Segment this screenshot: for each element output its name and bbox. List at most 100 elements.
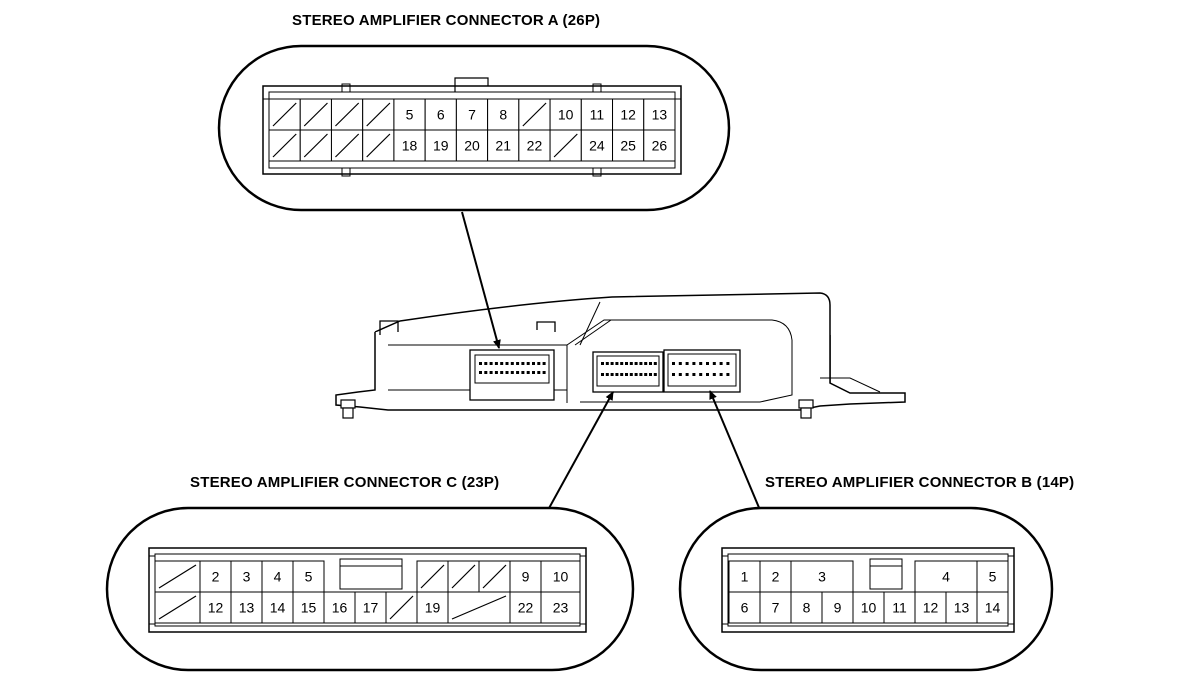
socket-pin xyxy=(712,373,716,376)
empty-cavity-slash xyxy=(366,102,391,127)
connector-c-pin: 5 xyxy=(292,560,325,593)
socket-pin xyxy=(516,371,520,374)
socket-pin xyxy=(601,362,604,365)
empty-cavity-slash xyxy=(420,564,445,589)
connector-a-pin: 25 xyxy=(612,129,645,162)
connector-a-label: STEREO AMPLIFIER CONNECTOR A (26P) xyxy=(292,12,601,29)
pin-number: 20 xyxy=(464,138,480,154)
stereo-amplifier-unit xyxy=(335,292,906,419)
empty-cavity-slash xyxy=(335,133,360,158)
connector-a-pin xyxy=(268,129,301,162)
socket-pin xyxy=(500,362,504,365)
connector-c-pin xyxy=(385,591,418,624)
connector-a-pin xyxy=(330,129,364,162)
socket-pin xyxy=(639,362,643,365)
socket-pin xyxy=(505,371,509,374)
pin-number: 1 xyxy=(741,569,749,585)
connector-a-pin: 19 xyxy=(424,129,457,162)
connector-a-pin xyxy=(299,129,332,162)
connector-c-pin: 22 xyxy=(509,591,542,624)
connector-b-pin: 10 xyxy=(852,591,885,624)
socket-pin xyxy=(625,362,628,365)
connector-b-pin: 14 xyxy=(976,591,1009,624)
connector-c-pin: 13 xyxy=(230,591,263,624)
socket-pin xyxy=(537,371,541,374)
socket-pin xyxy=(692,373,696,376)
empty-cavity-slash xyxy=(303,102,328,127)
connector-c-pointer-arrow xyxy=(547,391,614,511)
pin-number: 23 xyxy=(553,600,569,616)
socket-pin xyxy=(526,362,530,365)
connector-a-pin xyxy=(330,98,364,131)
connector-b-pin: 1 xyxy=(728,560,761,593)
socket-pin xyxy=(719,373,723,376)
empty-cavity-slash xyxy=(482,564,507,589)
pin-number: 19 xyxy=(433,138,449,154)
empty-cavity-slash xyxy=(451,564,476,589)
connector-a-pin: 22 xyxy=(518,129,551,162)
pin-number: 26 xyxy=(652,138,668,154)
socket-pin xyxy=(620,362,624,365)
pin-number: 4 xyxy=(274,569,282,585)
connector-a-pointer-arrow xyxy=(461,211,501,349)
pin-number: 10 xyxy=(553,569,569,585)
empty-cavity-slash xyxy=(553,133,578,158)
pin-number: 6 xyxy=(741,600,749,616)
connector-c-pin: 15 xyxy=(292,591,325,624)
socket-pin xyxy=(542,362,546,365)
socket-pin xyxy=(719,362,723,365)
socket-pin xyxy=(605,362,609,365)
socket-pin xyxy=(610,373,614,376)
pin-number: 22 xyxy=(518,600,534,616)
socket-pin xyxy=(526,371,530,374)
connector-c-key xyxy=(339,558,403,590)
socket-pin xyxy=(726,373,730,376)
socket-pin xyxy=(699,373,703,376)
connector-a-pin: 20 xyxy=(455,129,489,162)
socket-pin xyxy=(699,362,703,365)
pin-number: 12 xyxy=(208,600,224,616)
empty-cavity-slash xyxy=(272,102,297,127)
pin-number: 17 xyxy=(363,600,379,616)
socket-pin xyxy=(634,373,638,376)
connector-a-pin xyxy=(549,129,582,162)
empty-cavity-slash xyxy=(366,133,391,158)
socket-pin xyxy=(610,362,614,365)
connector-b-pin: 4 xyxy=(914,560,978,593)
pin-number: 7 xyxy=(468,107,476,123)
pin-number: 9 xyxy=(522,569,530,585)
socket-pin xyxy=(685,373,689,376)
connector-c-pin xyxy=(154,591,201,624)
socket-pin xyxy=(516,362,520,365)
pin-number: 6 xyxy=(437,107,445,123)
socket-pin xyxy=(726,362,730,365)
empty-cavity-slash xyxy=(303,133,328,158)
connector-a-pin: 21 xyxy=(487,129,520,162)
pin-number: 19 xyxy=(425,600,441,616)
unit-socket-c xyxy=(592,351,664,393)
socket-pin xyxy=(672,362,675,365)
connector-a-pin: 6 xyxy=(424,98,457,131)
connector-b-pin: 9 xyxy=(821,591,854,624)
socket-pin xyxy=(615,373,619,376)
pin-number: 24 xyxy=(589,138,605,154)
socket-pin xyxy=(692,362,696,365)
pin-number: 7 xyxy=(772,600,780,616)
socket-pin xyxy=(510,371,514,374)
connector-c-pin xyxy=(154,560,201,593)
socket-pin xyxy=(634,362,638,365)
connector-a-pin xyxy=(362,129,395,162)
socket-pin xyxy=(706,373,709,376)
pin-number: 10 xyxy=(558,107,574,123)
socket-pin xyxy=(521,362,525,365)
pin-number: 5 xyxy=(989,569,997,585)
socket-pin xyxy=(479,362,482,365)
connector-c-pin xyxy=(416,560,449,593)
pin-number: 4 xyxy=(942,569,950,585)
pin-number: 16 xyxy=(332,600,348,616)
pin-number: 15 xyxy=(301,600,317,616)
connector-c-pin: 19 xyxy=(416,591,449,624)
